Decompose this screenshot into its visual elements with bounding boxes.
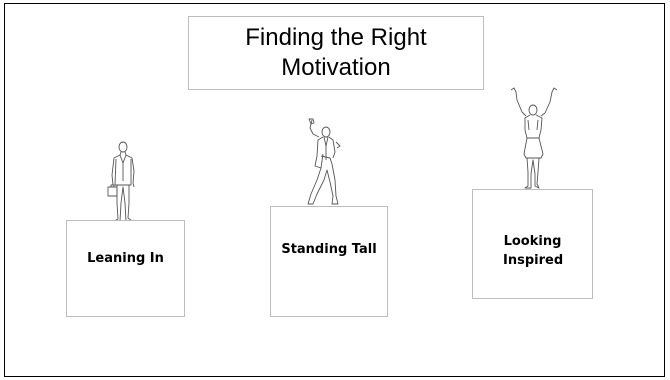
businessman-briefcase-figure <box>103 141 143 223</box>
slide: Finding the Right Motivation <box>4 3 665 377</box>
pedestal-leaning-in: Leaning In <box>66 220 185 317</box>
pedestal-standing-tall: Standing Tall <box>270 206 388 317</box>
inspired-woman-figure <box>504 86 564 190</box>
pedestal-label: Leaning In <box>87 251 164 266</box>
pedestal-label: Looking Inspired <box>503 234 564 268</box>
pedestal-label: Standing Tall <box>281 242 377 257</box>
pedestal-looking-inspired: Looking Inspired <box>472 189 593 299</box>
celebrating-businessman-figure <box>300 118 350 208</box>
title-box: Finding the Right Motivation <box>188 16 484 90</box>
slide-title: Finding the Right Motivation <box>245 24 427 81</box>
